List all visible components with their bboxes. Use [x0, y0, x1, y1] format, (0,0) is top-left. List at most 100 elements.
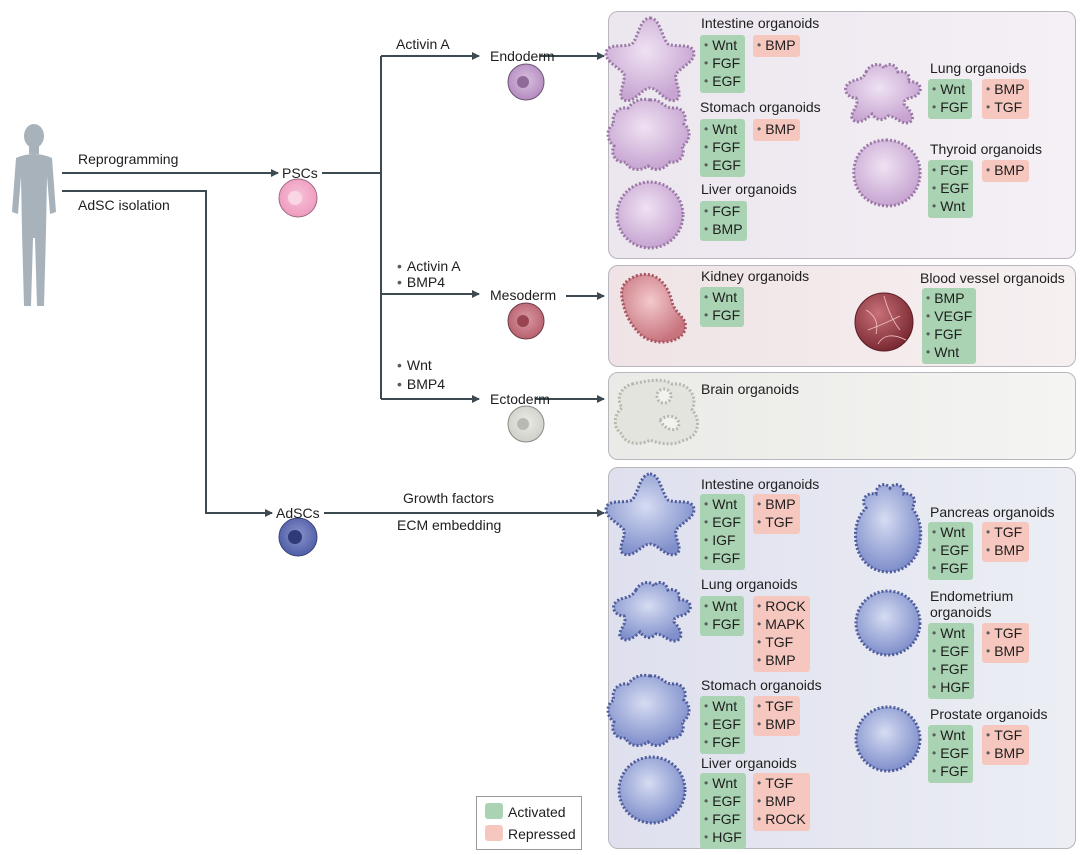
pcs-lung-activated: Wnt FGF [928, 79, 973, 119]
pcs-intestine-activated: Wnt FGF EGF [700, 35, 745, 93]
adsc-liver-repressed: TGF BMP ROCK [753, 773, 810, 831]
factor: Wnt [704, 775, 742, 793]
factor: FGF [704, 734, 741, 752]
factor: FGF [932, 560, 969, 578]
adsc-lung-title: Lung organoids [701, 576, 798, 592]
pcs-stomach-repressed: BMP [753, 119, 800, 141]
factor: BMP [757, 37, 795, 55]
adsc-intestine-activated: Wnt EGF IGF FGF [700, 494, 745, 570]
pcs-lung-repressed: BMP TGF [982, 79, 1029, 119]
factor: FGF [932, 763, 969, 781]
factor: Wnt [704, 37, 741, 55]
adsc-endometrium-title-line1: Endometrium [930, 588, 1014, 604]
pcs-thyroid-organoid-icon [852, 138, 922, 208]
factor: BMP [986, 542, 1024, 560]
pcs-stomach-title: Stomach organoids [700, 99, 821, 115]
legend-activated-label: Activated [508, 804, 566, 820]
mesoderm-signal-activin: Activin A [397, 258, 461, 274]
pcs-lung-organoid-icon [844, 63, 922, 125]
pcs-liver-title: Liver organoids [701, 181, 797, 197]
adsc-intestine-organoid-icon [604, 472, 696, 557]
legend-repressed-label: Repressed [508, 826, 576, 842]
pcs-thyroid-repressed: BMP [982, 160, 1029, 182]
factor: Wnt [704, 121, 741, 139]
adsc-cell-icon [278, 517, 318, 557]
factor: BMP [757, 121, 795, 139]
factor: BMP [757, 652, 806, 670]
factor: TGF [986, 727, 1025, 745]
factor: MAPK [757, 616, 806, 634]
factor: Wnt [926, 344, 972, 362]
factor: FGF [704, 139, 741, 157]
pcs-stomach-activated: Wnt FGF EGF [700, 119, 745, 177]
factor: HGF [932, 679, 970, 697]
factor: VEGF [926, 308, 972, 326]
adsc-liver-title: Liver organoids [701, 755, 797, 771]
factor: TGF [986, 625, 1025, 643]
factor: Wnt [932, 198, 969, 216]
endoderm-cell-icon [507, 63, 545, 101]
pscs-label: PSCs [282, 165, 318, 181]
endoderm-signal-activin: Activin A [396, 36, 450, 52]
adsc-lung-organoid-icon [612, 581, 692, 643]
factor: FGF [704, 550, 741, 568]
adsc-stomach-organoid-icon [606, 673, 691, 747]
pcs-intestine-organoid-icon [604, 16, 696, 103]
blood-vessel-activated: BMP VEGF FGF Wnt [922, 288, 977, 364]
factor: IGF [704, 532, 741, 550]
adsc-stomach-activated: Wnt EGF FGF [700, 696, 745, 754]
factor: FGF [704, 616, 740, 634]
factor: FGF [932, 162, 969, 180]
pcs-thyroid-title: Thyroid organoids [930, 141, 1043, 157]
factor: FGF [704, 203, 743, 221]
legend-repressed-swatch [485, 825, 503, 841]
adsc-endometrium-activated: Wnt EGF FGF HGF [928, 623, 974, 699]
factor: EGF [704, 157, 741, 175]
factor: BMP [986, 162, 1024, 180]
factor: BMP [986, 643, 1024, 661]
factor: ROCK [757, 811, 805, 829]
adsc-lung-repressed: ROCK MAPK TGF BMP [753, 596, 810, 672]
factor: EGF [932, 745, 969, 763]
adsc-pancreas-repressed: TGF BMP [982, 522, 1029, 562]
pcs-lung-title: Lung organoids [930, 60, 1027, 76]
factor: FGF [704, 811, 742, 829]
psc-cell-icon [278, 178, 318, 218]
mesoderm-label: Mesoderm [490, 287, 557, 303]
mesoderm-organoid-panel [608, 265, 1076, 367]
blood-vessel-organoid-icon [854, 292, 914, 352]
factor: TGF [757, 634, 806, 652]
adscs-label: AdSCs [276, 505, 320, 521]
factor: BMP [986, 745, 1024, 763]
factor: TGF [757, 514, 796, 532]
factor: EGF [704, 716, 741, 734]
factor: FGF [704, 55, 741, 73]
factor: EGF [932, 180, 969, 198]
factor: EGF [932, 643, 970, 661]
factor: Wnt [704, 698, 741, 716]
factor: BMP [757, 793, 806, 811]
legend: Activated Repressed [476, 796, 582, 850]
adsc-intestine-repressed: BMP TGF [753, 494, 800, 534]
factor: Wnt [932, 625, 970, 643]
legend-activated-swatch [485, 803, 503, 819]
factor: BMP [986, 81, 1024, 99]
factor: TGF [757, 698, 796, 716]
factor: Wnt [932, 81, 968, 99]
factor: Wnt [932, 524, 969, 542]
factor: Wnt [704, 496, 741, 514]
factor: BMP [926, 290, 972, 308]
adsc-prostate-repressed: TGF BMP [982, 725, 1029, 765]
factor: HGF [704, 829, 742, 847]
kidney-activated: Wnt FGF [700, 287, 745, 327]
ectoderm-signal-wnt: Wnt [397, 357, 432, 373]
adsc-endometrium-organoid-icon [854, 589, 922, 657]
factor: BMP [704, 221, 742, 239]
ectoderm-cell-icon [507, 405, 545, 443]
pcs-stomach-organoid-icon [606, 97, 691, 171]
brain-organoid-icon [613, 378, 700, 446]
adsc-pancreas-title: Pancreas organoids [930, 504, 1055, 520]
factor: BMP [757, 496, 795, 514]
adsc-intestine-title: Intestine organoids [701, 476, 820, 492]
